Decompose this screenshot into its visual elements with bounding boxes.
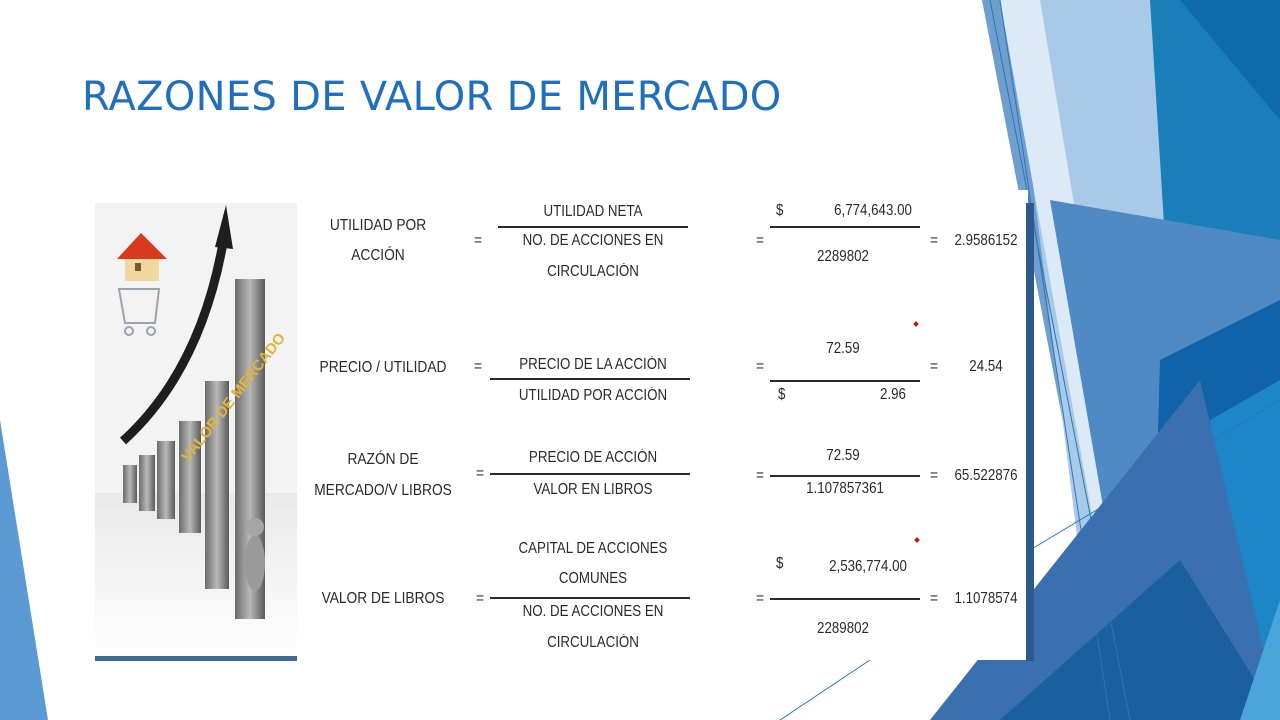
row-label-line1: VALOR DE LIBROS <box>321 590 445 607</box>
value-numerator: 6,774,643.00 <box>834 202 912 219</box>
numerator-line1: CAPITAL DE ACCIONES <box>518 540 668 557</box>
numerator-line2: COMUNES <box>558 570 628 587</box>
currency-symbol: $ <box>776 555 784 572</box>
result-value: 65.522876 <box>954 467 1018 484</box>
denominator-line2: CIRCULACIÓN <box>547 634 639 651</box>
equals-sign: = <box>755 232 765 249</box>
ratios-table: UTILIDAD POR ACCIÓN = UTILIDAD NETA NO. … <box>298 190 1028 660</box>
row-label-line2: MERCADO/V LIBROS <box>314 482 452 499</box>
slide-title: RAZONES DE VALOR DE MERCADO <box>82 74 782 120</box>
equals-sign: = <box>475 590 485 607</box>
equals-sign: = <box>929 467 939 484</box>
red-mark <box>914 537 920 543</box>
table-panel-edge <box>1026 203 1034 661</box>
fraction-bar <box>770 598 920 600</box>
currency-symbol: $ <box>776 202 784 219</box>
result-value: 1.1078574 <box>954 590 1018 607</box>
denominator-line1: NO. DE ACCIONES EN <box>522 232 664 249</box>
equals-sign: = <box>755 467 765 484</box>
market-value-illustration: VALOR DE MERCADO <box>95 203 297 661</box>
equals-sign: = <box>473 232 483 249</box>
value-numerator: 72.59 <box>826 340 860 357</box>
fraction-bar <box>490 473 690 475</box>
value-denominator: 2289802 <box>817 620 869 637</box>
row-label-line2: ACCIÓN <box>351 247 405 264</box>
equals-sign: = <box>755 590 765 607</box>
fraction-bar <box>770 380 920 382</box>
equals-sign: = <box>929 358 939 375</box>
fraction-bar <box>498 226 688 228</box>
fraction-bar <box>490 378 690 380</box>
result-value: 24.54 <box>969 358 1003 375</box>
value-numerator: 72.59 <box>826 447 860 464</box>
value-denominator: 2.96 <box>880 386 906 403</box>
equals-sign: = <box>929 590 939 607</box>
equals-sign: = <box>929 232 939 249</box>
bar-graph-icon <box>123 279 265 619</box>
fraction-bar <box>490 597 690 599</box>
numerator: PRECIO DE LA ACCIÓN <box>519 356 667 373</box>
value-denominator: 1.107857361 <box>806 480 884 497</box>
house-icon <box>117 233 167 281</box>
currency-symbol: $ <box>778 386 786 403</box>
result-value: 2.9586152 <box>954 232 1018 249</box>
row-label-line1: RAZÓN DE <box>347 451 419 468</box>
equals-sign: = <box>475 465 485 482</box>
red-mark <box>913 321 919 327</box>
denominator: VALOR EN LIBROS <box>533 481 653 498</box>
equals-sign: = <box>473 358 483 375</box>
denominator: UTILIDAD POR ACCIÓN <box>518 387 668 404</box>
row-label-line1: UTILIDAD POR <box>329 217 427 234</box>
denominator-line2: CIRCULACIÓN <box>547 263 639 280</box>
value-numerator: 2,536,774.00 <box>829 558 907 575</box>
equals-sign: = <box>755 358 765 375</box>
growth-arrow-icon <box>119 242 228 445</box>
fraction-bar <box>770 226 920 228</box>
value-denominator: 2289802 <box>817 248 869 265</box>
shopping-cart-icon <box>117 288 161 336</box>
numerator: PRECIO DE ACCIÓN <box>528 449 658 466</box>
row-label-line1: PRECIO / UTILIDAD <box>319 359 447 376</box>
denominator-line1: NO. DE ACCIONES EN <box>522 603 664 620</box>
fraction-bar <box>770 475 920 477</box>
numerator: UTILIDAD NETA <box>543 203 643 220</box>
